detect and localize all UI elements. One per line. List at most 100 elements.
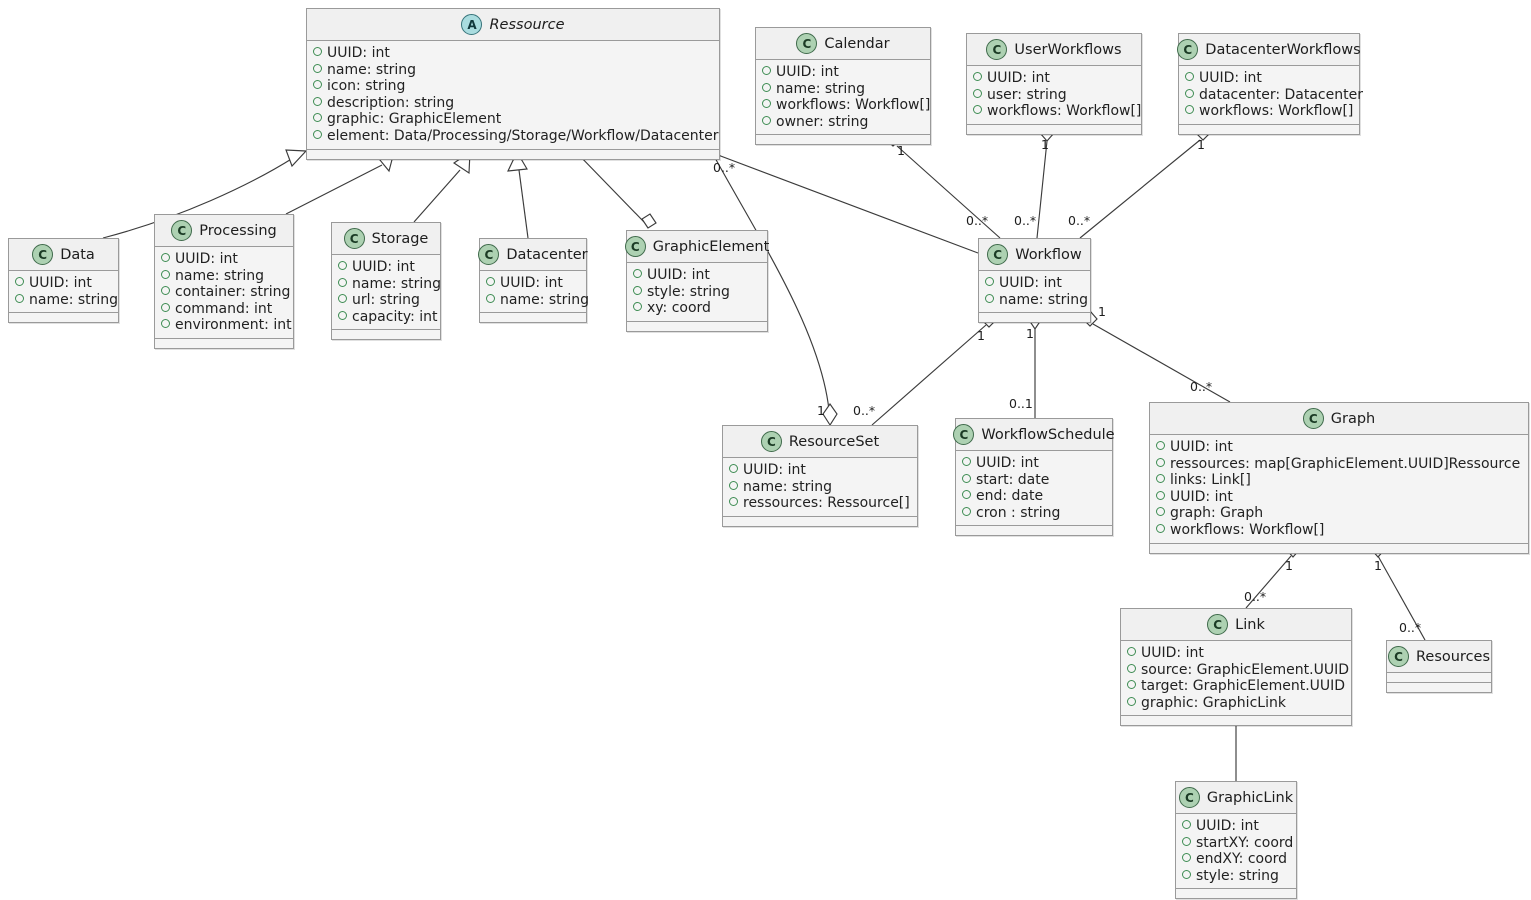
class-methods-resourceset	[723, 516, 917, 526]
class-methods-datacenterworkflows	[1179, 124, 1359, 134]
attribute-row: container: string	[161, 284, 291, 301]
public-visibility-icon	[762, 82, 771, 92]
public-visibility-icon	[1156, 474, 1165, 484]
attribute-row: UUID: int	[338, 259, 434, 276]
class-stereotype-icon: C	[760, 431, 782, 452]
class-methods-graphiclink	[1176, 889, 1296, 899]
edge-ressource-workflow-association	[717, 154, 979, 254]
public-visibility-icon	[313, 129, 322, 139]
public-visibility-icon	[729, 480, 738, 490]
attribute-row: startXY: coord	[1182, 835, 1293, 852]
attribute-text: name: string	[776, 80, 866, 97]
class-stereotype-icon: C	[986, 39, 1008, 60]
attribute-text: UUID: int	[743, 462, 806, 478]
attribute-row: endXY: coord	[1182, 851, 1290, 868]
attribute-text: UUID: int	[776, 64, 839, 80]
public-visibility-icon	[313, 63, 322, 73]
multiplicity-label: 0..*	[713, 160, 736, 175]
edge-processing-generalization	[285, 151, 395, 215]
attribute-text: name: string	[500, 291, 590, 308]
public-visibility-icon	[486, 277, 495, 286]
multiplicity-label: 0..*	[1244, 589, 1267, 604]
class-name-link: Link	[1235, 616, 1265, 633]
attribute-text: UUID: int	[976, 455, 1039, 471]
public-visibility-icon	[762, 115, 771, 125]
attribute-text: name: string	[327, 61, 417, 78]
multiplicity-label: 0..*	[1190, 379, 1213, 394]
class-name-data: Data	[60, 246, 95, 263]
attribute-row: UUID: int	[762, 64, 924, 81]
public-visibility-icon	[633, 269, 642, 278]
attribute-text: container: string	[175, 284, 291, 301]
public-visibility-icon	[313, 113, 322, 123]
class-name-datacenterworkflows: DatacenterWorkflows	[1205, 41, 1361, 58]
class-stereotype-icon: C	[1387, 646, 1409, 667]
class-stereotype-icon: C	[1302, 408, 1324, 429]
public-visibility-icon	[313, 96, 322, 106]
class-methods-userworkflows	[967, 124, 1141, 134]
class-stereotype-icon: C	[32, 244, 54, 265]
class-name-resourceset: ResourceSet	[788, 433, 880, 450]
attribute-row: source: GraphicElement.UUID	[1127, 662, 1349, 679]
attribute-text: UUID: int	[987, 70, 1050, 86]
public-visibility-icon	[973, 88, 982, 98]
attribute-row: graphic: GraphicElement	[313, 111, 713, 128]
class-name-userworkflows: UserWorkflows	[1014, 41, 1122, 58]
class-name-storage: Storage	[371, 230, 429, 247]
attribute-text: ressources: Ressource[]	[743, 495, 910, 512]
attribute-row: UUID: int	[1127, 645, 1345, 662]
public-visibility-icon	[962, 473, 971, 483]
public-visibility-icon	[313, 80, 322, 90]
attribute-text: UUID: int	[647, 267, 710, 283]
public-visibility-icon	[338, 294, 347, 304]
attribute-row: UUID: int	[161, 251, 287, 268]
attribute-text: cron : string	[976, 504, 1061, 521]
attribute-row: graphic: GraphicLink	[1127, 695, 1345, 712]
public-visibility-icon	[762, 66, 771, 75]
public-visibility-icon	[1127, 647, 1136, 656]
attribute-text: url: string	[352, 292, 420, 309]
attribute-row: element: Data/Processing/Storage/Workflo…	[313, 128, 718, 145]
attribute-text: environment: int	[175, 317, 292, 334]
attribute-row: name: string	[486, 292, 589, 309]
attribute-text: end: date	[976, 488, 1044, 505]
attribute-text: description: string	[327, 94, 455, 111]
abstract-stereotype-icon: A	[461, 14, 483, 35]
multiplicity-label: 1	[897, 143, 905, 158]
attribute-text: UUID: int	[175, 251, 238, 267]
public-visibility-icon	[1185, 105, 1194, 115]
class-name-datacenter: Datacenter	[506, 246, 588, 263]
multiplicity-label: 1	[1098, 304, 1106, 319]
attribute-row: ressources: Ressource[]	[729, 495, 911, 512]
attribute-text: element: Data/Processing/Storage/Workflo…	[327, 127, 719, 144]
class-stereotype-icon: C	[796, 33, 818, 54]
attribute-row: UUID: int	[15, 275, 112, 292]
attribute-text: user: string	[987, 86, 1067, 103]
attribute-text: style: string	[1196, 867, 1279, 884]
